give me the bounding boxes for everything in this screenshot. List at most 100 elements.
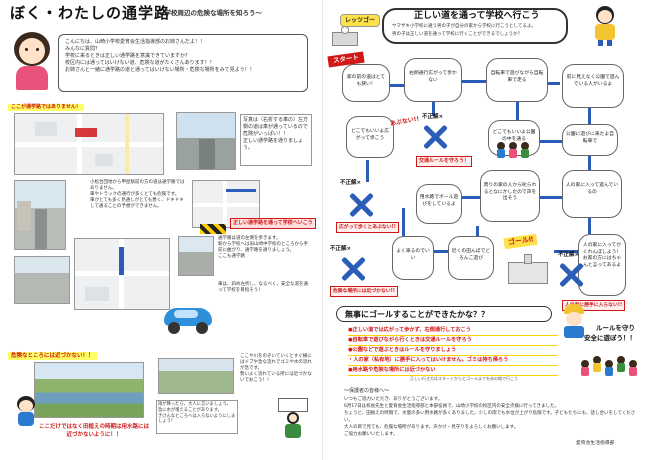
flow-connector — [548, 82, 560, 85]
guide-girl-illustration — [8, 30, 58, 92]
note-car: 車は、斜め左折し、なるべく、安全な道を通って学校を目指そう！ — [218, 282, 308, 293]
car-illustration — [160, 298, 216, 334]
children-group-illustration — [496, 140, 556, 160]
main-title: 正しい道を通って学校へ行こう — [414, 11, 540, 21]
wrong-x-icon — [340, 256, 366, 282]
main-title-sub2: 男の子は正しい道を通って学校に行くことができるでしょうか？ — [392, 32, 523, 37]
flow-connector — [390, 84, 404, 87]
danger-place-label: 危険な場所には近づかない!! — [330, 286, 398, 297]
closing-line: 6月17日は校長先生と愛育会生活指導部と本部役員で、山崎小学校の校区内の安全点検… — [344, 404, 560, 409]
flow-connector — [540, 140, 562, 143]
flow-connector — [476, 226, 479, 240]
flow-connector — [554, 250, 580, 253]
intro-speech-bubble: こんにちは、山崎小学校愛育会生活指導部のお姉さんだよ！！ みんなに質問？ 学校に… — [58, 34, 308, 92]
flow-node: 前に見えなく公園で遊んでいる人がいるよ — [562, 64, 624, 108]
flow-connector — [460, 196, 480, 199]
flow-node: 近くの田んぼでどろんこ遊び — [448, 236, 494, 280]
flow-node: 右側通行広がって歩かない — [404, 58, 462, 102]
lets-go-label: レッツゴー — [340, 14, 381, 27]
flow-node: 公園に遊びに来たよ自転車で — [562, 124, 618, 156]
final-warning: ここだけではなく田植えの時期は用水路には近づかないように！！ — [38, 424, 149, 438]
flow-node: 自転車で遊びながら自転車で走る — [486, 58, 548, 102]
note-top-right: 写真は（右折する車の）左方側の道は車が通っているので危険がいっぱい！！ 正しい通… — [240, 114, 312, 166]
rule-slogan-line1: ルールを守り — [596, 324, 635, 332]
street-photo-3 — [14, 256, 70, 304]
left-page: ぼく・わたしの通学路 ～学校周辺の危険な場所を知ろう～ こんにちは、山崎小学校愛… — [0, 0, 318, 460]
checklist-item: ●自転車で遊びながら行くときは交通ルールを守ろう — [348, 336, 558, 346]
page-title: ぼく・わたしの通学路 — [10, 4, 171, 22]
closing-message: いつもご協力いただき、ありがとうございます。 6月17日は校長先生と愛育会生活指… — [344, 396, 644, 438]
street-photo-2 — [14, 180, 66, 250]
goal-label: ゴール‼ — [503, 233, 538, 250]
note-canal-2: 雨が降ったら、大人に言いましょう。 急に水が増えることがあります。 きけんなとこ… — [156, 400, 238, 434]
boy-walking-illustration — [590, 6, 620, 46]
barrier-illustration — [200, 224, 226, 234]
safety-kid-illustration — [560, 304, 588, 338]
canal-photo-2 — [158, 358, 234, 394]
checklist-note: 正しい行き方はスタートからとゴールまでを赤の線で行こう — [410, 376, 518, 381]
closing-line: ちょうど、田植えの時期で、水量の多い用水路が多くありました。少しの雨でも水位が上… — [344, 411, 636, 423]
closing-line: 大人の目で見ても、危険な場所があります。声かけ・見守りをよろしくお願いします。 — [344, 425, 519, 430]
wrong-x-icon — [422, 124, 448, 150]
note-mid-left: 小松台団地から甲屋駅前の方の道は通学路ではありません。 車やトラックの通行が多く… — [90, 180, 185, 209]
flow-node: 人の家に入ってかくれんぼしよう！お家の方にはちゃんと言ってあるよ — [578, 234, 626, 296]
checklist-item: ●用水路や危険な場所には近づかない — [348, 366, 558, 376]
intro-line: 学校に来るときは正しい通学路を意識できていますか？ — [65, 53, 191, 59]
wrong-answer-label: 不正解× — [330, 246, 352, 252]
intro-line: こんにちは、山崎小学校愛育会生活指導部のお姉さんだよ！！ — [65, 39, 206, 45]
flow-connector — [588, 218, 591, 234]
route-map-3 — [74, 238, 170, 310]
wrong-answer-label: 不正解× — [558, 252, 580, 258]
flow-connector — [434, 250, 448, 253]
flow-connector — [588, 156, 591, 170]
flow-node: どこでもいいよ広がって歩こう — [346, 116, 394, 158]
wrong-x-icon — [558, 262, 584, 288]
closing-signature: 愛育会生活指導部 — [576, 441, 615, 446]
flow-connector — [402, 208, 405, 236]
checklist-item: ●公園などで遊ぶときはルールを守りましょう — [348, 346, 558, 356]
flow-node: 人の家に入って遊んでいるの — [562, 170, 622, 218]
flow-connector — [462, 80, 486, 83]
note-canal: ここや川をのぞいていくとすぐ横にはドブや急な流れでゴミや水の流れが急です。 勢い… — [240, 354, 312, 383]
traffic-rule-label: 交通ルールを守ろう！ — [416, 156, 473, 167]
closing-line: いつもご協力いただき、ありがとうございます。 — [344, 397, 443, 402]
flow-node: 家の前の道はとても狭い！ — [342, 64, 390, 102]
closing-heading: ～保護者の皆様へ～ — [344, 388, 390, 394]
closing-line: ご協力お願いいたします。 — [344, 432, 398, 437]
flow-node: 用水路でボール遊びをしているよ — [416, 184, 462, 224]
checklist-item: ・人の家（私有地）に勝手に入ってはいけません。ゴミは持ち帰ろう — [348, 356, 558, 366]
street-photo-1 — [176, 112, 236, 170]
main-title-box — [382, 8, 568, 44]
flow-connector — [588, 108, 591, 124]
right-page: レッツゴー 正しい道を通って学校へ行こう ヤマザキ小学校に通う男の子が自分の家か… — [326, 0, 650, 460]
intro-line: お姉さんと一緒に通学路の道と通ってはいけない場所・危険な場所をみて見よう！！ — [65, 67, 255, 73]
abunai-label: あぶない!! — [389, 115, 420, 128]
danger-spot-label: 危険なところには近づかない！！ — [8, 352, 97, 360]
boy-sign-illustration — [278, 398, 308, 438]
intro-line: みんなに質問？ — [65, 46, 101, 52]
checklist-item: ●正しい道では広がって歩かず、右側通行しておこう — [348, 326, 558, 336]
quiz-title: 無事にゴールすることができたかな？？ — [336, 306, 552, 322]
not-route-label: ここが通学路ではありません！ — [8, 104, 84, 111]
flow-connector — [366, 160, 369, 182]
goal-school-illustration — [508, 254, 548, 284]
flow-node: よく来るのでいい — [392, 236, 434, 280]
flow-node: 周りの家の人から叱られるとなにかしたので声を出そう — [480, 170, 540, 222]
flow-connector — [432, 102, 435, 116]
intro-line: 校区内には通ってはいけない道、危険な道がたくさんあります！！ — [65, 60, 215, 66]
children-cheering-illustration — [578, 346, 644, 382]
flow-connector — [516, 102, 519, 120]
school-illustration — [332, 26, 358, 46]
wrong-answer-label: 不正解× — [340, 180, 362, 186]
page-subtitle: ～学校周辺の危険な場所を知ろう～ — [158, 9, 262, 17]
checklist: ●正しい道では広がって歩かず、右側通行しておこう ●自転車で遊びながら行くときは… — [348, 326, 558, 376]
spread-walk-label: 広がって歩くとあぶない!! — [336, 222, 399, 233]
note-mid-right: 通学路は道の左側を歩きます。 駅から学校へは旧山崎中学校のところから手前に曲がり… — [218, 236, 308, 259]
boy-illustration — [14, 396, 38, 426]
wrong-answer-label: 不正解× — [422, 114, 444, 120]
canal-photo — [34, 362, 144, 418]
route-map-2 — [192, 180, 260, 228]
rule-slogan-line2: 安全に遊ぼう！！ — [584, 334, 636, 342]
private-property-label: 人の家に勝手に入らない!! — [562, 300, 626, 311]
correct-route-label: 正しい通学路を通って学校へいこう — [230, 218, 316, 229]
